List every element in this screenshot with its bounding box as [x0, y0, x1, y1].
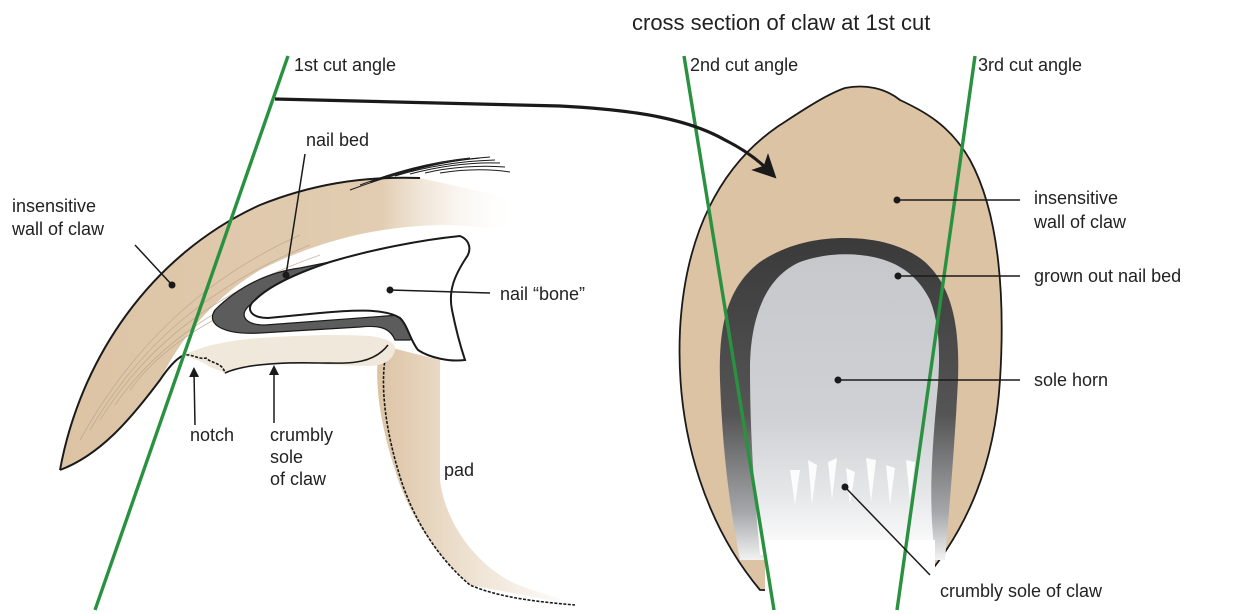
grown-out-nail-bed-label: grown out nail bed: [1034, 266, 1181, 286]
sole-under-claw: [182, 335, 395, 373]
side-crumbly-sole-label-line1: crumbly: [270, 425, 333, 445]
nail-bed-label: nail bed: [306, 130, 369, 150]
side-crumbly-sole-label-line3: of claw: [270, 469, 327, 489]
side-insensitive-wall-label-line2: wall of claw: [11, 219, 105, 239]
diagram-title: cross section of claw at 1st cut: [632, 10, 930, 35]
first-cut-label: 1st cut angle: [294, 55, 396, 75]
cross-insensitive-wall-label-line1: insensitive: [1034, 188, 1118, 208]
side-view: [60, 157, 575, 605]
pad-shape: [377, 345, 575, 605]
cross-crumbly-sole-label: crumbly sole of claw: [940, 581, 1103, 601]
second-cut-label: 2nd cut angle: [690, 55, 798, 75]
sole-horn-label: sole horn: [1034, 370, 1108, 390]
nail-bone-label: nail “bone”: [500, 284, 585, 304]
notch-label: notch: [190, 425, 234, 445]
side-insensitive-wall-label-line1: insensitive: [12, 196, 96, 216]
cross-section: [680, 87, 1002, 601]
side-crumbly-sole-label-line2: sole: [270, 447, 303, 467]
cross-insensitive-wall-label-line2: wall of claw: [1033, 212, 1127, 232]
crumbly-sole-base: [765, 540, 935, 600]
third-cut-label: 3rd cut angle: [978, 55, 1082, 75]
pad-label: pad: [444, 460, 474, 480]
